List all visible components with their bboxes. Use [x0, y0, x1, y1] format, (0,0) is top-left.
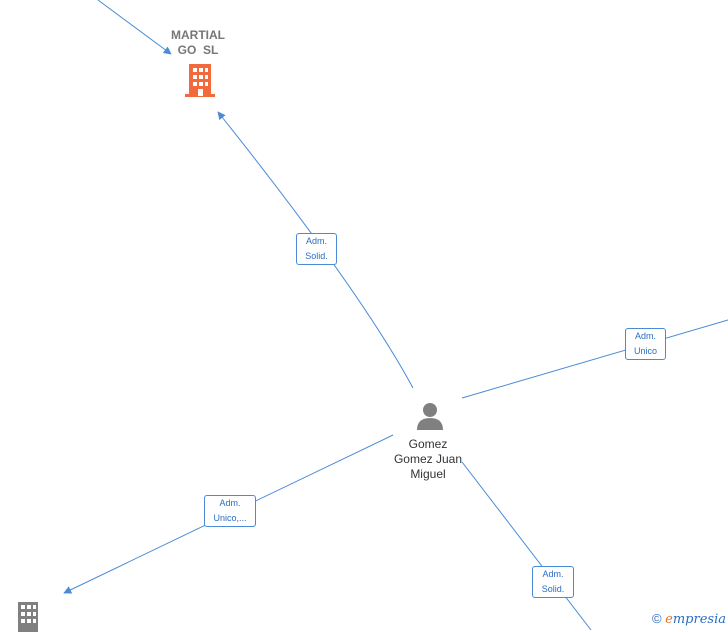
empresia-watermark: © empresia: [652, 611, 726, 627]
person-name-line2: Gomez Juan: [393, 452, 463, 466]
edge-label-line2: Solid.: [305, 251, 328, 261]
edge-label-line2: Unico: [633, 346, 657, 356]
company-top-name-line2: GO SL: [177, 43, 219, 57]
edge-label-adm-solid[interactable]: Adm. Solid.: [532, 566, 574, 598]
edge-label-line2: Solid.: [541, 584, 565, 594]
edge-label-line1: Adm.: [219, 498, 241, 508]
company-top-name-line1: MARTIAL: [171, 28, 225, 42]
person-name-line1: Gomez: [408, 437, 448, 451]
edge-line-person-to-right: [461, 319, 728, 399]
person-name-line3: Miguel: [410, 467, 446, 481]
edge-line-person-to-bottom: [461, 461, 592, 630]
building-icon[interactable]: [14, 600, 42, 632]
person-name[interactable]: Gomez Gomez Juan Miguel: [378, 437, 478, 482]
building-icon[interactable]: [184, 62, 216, 98]
edge-label-adm-solid[interactable]: Adm. Solid.: [296, 233, 337, 265]
brand-name: mpresia: [672, 612, 726, 627]
edge-label-adm-unico[interactable]: Adm. Unico: [625, 328, 666, 360]
edge-line-person-to-company-top: [217, 111, 414, 389]
edge-label-line1: Adm.: [634, 331, 656, 341]
edge-line-offscreen-to-company: [97, 0, 172, 55]
brand-initial: e: [665, 612, 673, 627]
copyright-symbol: ©: [651, 611, 662, 626]
person-icon[interactable]: [416, 402, 444, 430]
edge-label-line2: Unico,...: [213, 513, 247, 523]
edge-label-line1: Adm.: [542, 569, 564, 579]
edge-label-line1: Adm.: [305, 236, 327, 246]
edge-label-adm-unico-more[interactable]: Adm. Unico,...: [204, 495, 256, 527]
company-top-name[interactable]: MARTIAL GO SL: [148, 28, 248, 58]
